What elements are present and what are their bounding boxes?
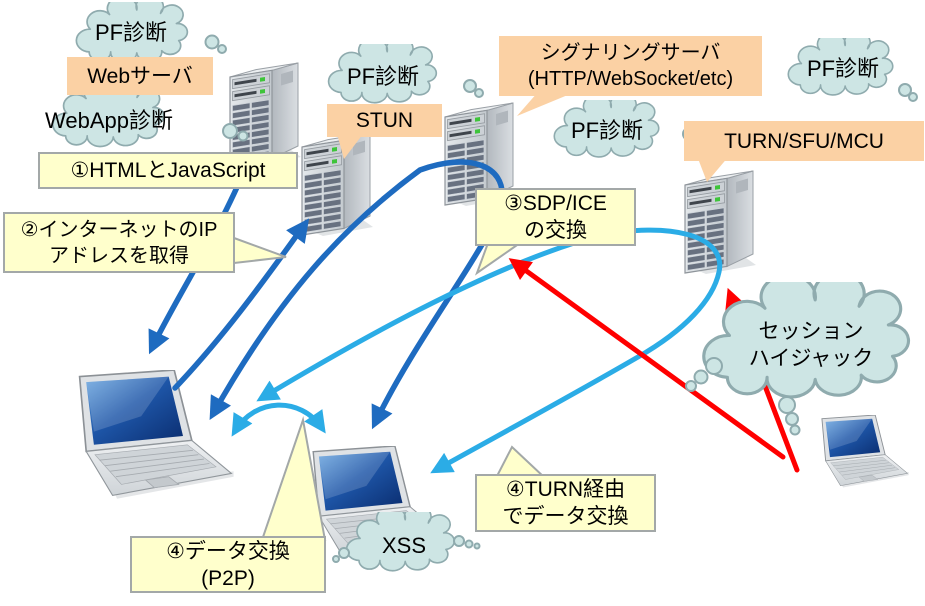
- step2-line2: アドレスを取得: [49, 244, 189, 267]
- attacker-laptop-icon: [821, 415, 910, 489]
- cloud-label-session-hijack: セッション ハイジャック: [702, 318, 920, 372]
- signaling-callout-tail: [517, 92, 575, 116]
- cloud-label-pf-mid: PF診断: [570, 118, 644, 143]
- step1-callout: ①HTMLとJavaScript: [38, 152, 298, 189]
- step4-turn-callout: ④TURN経由 でデータ交換: [475, 474, 656, 532]
- callout-tails: [233, 92, 729, 541]
- arrow-data-via-turn-relay: [256, 227, 723, 474]
- step4-turn-line2: でデータ交換: [502, 505, 629, 528]
- cloud-label-webapp: WebApp診断: [45, 108, 173, 133]
- step4-p2p-line1: ④データ交換: [166, 539, 290, 563]
- signaling-server-label: シグナリングサーバ (HTTP/WebSocket/etc): [499, 36, 762, 96]
- turn-callout-tail: [697, 156, 729, 182]
- stun-callout-tail: [336, 130, 366, 159]
- turn-server-label: TURN/SFU/MCU: [684, 121, 924, 161]
- step4-p2p-callout: ④データ交換 (P2P): [130, 536, 326, 593]
- session-hijack-line1: セッション: [758, 320, 864, 343]
- thought-clouds: [51, 2, 918, 572]
- step4-p2p-line2: (P2P): [201, 566, 255, 590]
- web-server-label: Webサーバ: [67, 57, 213, 95]
- arrow-attack-signaling-path: [508, 258, 786, 460]
- arrow-laptop-a-to-stun: [172, 218, 310, 391]
- client-laptop-a-icon: [78, 370, 235, 500]
- step3-line2: の交換: [524, 219, 587, 242]
- step2-line1: ②インターネットのIP: [20, 218, 218, 241]
- stun-server-label: STUN: [327, 104, 442, 137]
- cloud-label-pf-stun: PF診断: [346, 64, 420, 89]
- cloud-label-pf-top-left: PF診断: [94, 20, 168, 45]
- arrow-data-p2p: [231, 402, 326, 437]
- session-hijack-line2: ハイジャック: [748, 347, 874, 370]
- step3-line1: ③SDP/ICE: [504, 192, 607, 215]
- web-server-icon: [229, 62, 302, 166]
- step2-callout: ②インターネットのIP アドレスを取得: [3, 212, 235, 273]
- cloud-label-xss: XSS: [381, 533, 427, 558]
- signaling-label-line1: シグナリングサーバ: [540, 42, 721, 64]
- step3-callout: ③SDP/ICE の交換: [475, 188, 636, 246]
- step4-turn-line1: ④TURN経由: [505, 478, 626, 501]
- signaling-label-line2: (HTTP/WebSocket/etc): [527, 68, 734, 90]
- cloud-label-pf-right: PF診断: [806, 56, 880, 81]
